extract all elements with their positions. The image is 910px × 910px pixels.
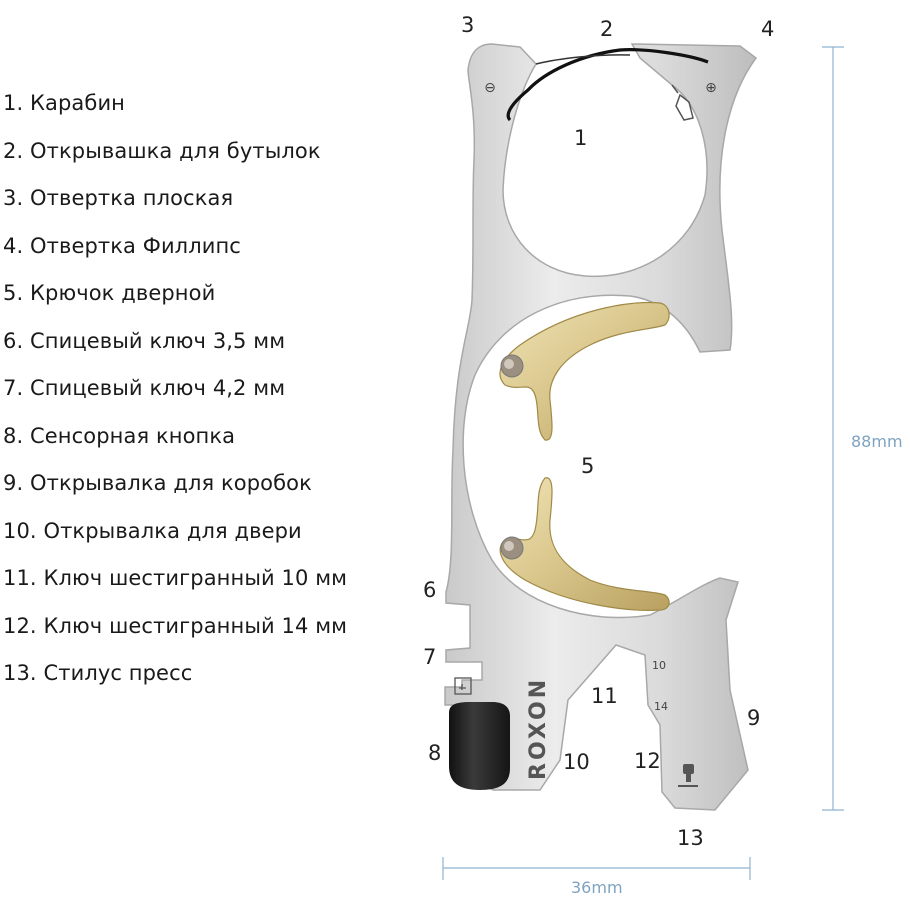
touch-icon	[454, 677, 472, 695]
callout-12: 12	[634, 749, 661, 773]
callout-6: 6	[423, 578, 437, 602]
callout-4: 4	[761, 17, 775, 41]
legend-item: 5. Крючок дверной	[3, 281, 216, 305]
height-dimension-label: 88mm	[851, 432, 903, 451]
hex-size-14: 14	[654, 700, 668, 713]
legend-item: 13. Стилус пресс	[3, 661, 193, 685]
legend-item: 9. Открывалка для коробок	[3, 471, 312, 495]
hex-size-10: 10	[652, 659, 666, 672]
callout-3: 3	[461, 13, 475, 37]
callout-9: 9	[747, 706, 761, 730]
flat-screwdriver-mark: ⊖	[484, 80, 496, 96]
tool-body	[444, 43, 758, 811]
legend-item: 4. Отвертка Филлипс	[3, 233, 241, 258]
callout-10: 10	[563, 750, 590, 774]
callout-13: 13	[677, 826, 704, 850]
legend-item: 10. Открывалка для двери	[3, 518, 302, 543]
bottle-icon	[671, 84, 694, 121]
legend-item: 6. Спицевый ключ 3,5 мм	[3, 328, 286, 353]
brass-door-hook	[499, 477, 670, 611]
stylus-tip	[449, 702, 510, 790]
legend-item: 11. Ключ шестигранный 10 мм	[3, 566, 348, 590]
legend-list: 1. Карабин 2. Открывашка для бутылок 3. …	[3, 84, 347, 702]
legend-item: 2. Открывашка для бутылок	[3, 138, 321, 163]
callout-1: 1	[574, 126, 588, 150]
legend-item: 3. Отвертка плоская	[3, 186, 234, 210]
callout-7: 7	[423, 645, 437, 669]
callout-2: 2	[600, 17, 614, 41]
carabiner-wire	[506, 48, 709, 122]
brand-engraving: ROXON	[526, 677, 551, 780]
width-dimension-line	[442, 857, 751, 880]
phillips-screwdriver-mark: ⊕	[705, 80, 717, 96]
legend-item: 7. Спицевый ключ 4,2 мм	[3, 376, 286, 400]
brass-door-hook	[499, 301, 670, 441]
callout-5: 5	[581, 454, 595, 478]
legend-item: 8. Сенсорная кнопка	[3, 423, 236, 448]
callout-8: 8	[428, 741, 442, 765]
legend-item: 12. Ключ шестигранный 14 мм	[3, 613, 348, 638]
stylus-press-icon	[678, 764, 698, 787]
height-dimension-line	[822, 46, 844, 811]
width-dimension-label: 36mm	[571, 878, 623, 897]
callout-11: 11	[591, 684, 618, 708]
legend-item: 1. Карабин	[3, 91, 126, 115]
